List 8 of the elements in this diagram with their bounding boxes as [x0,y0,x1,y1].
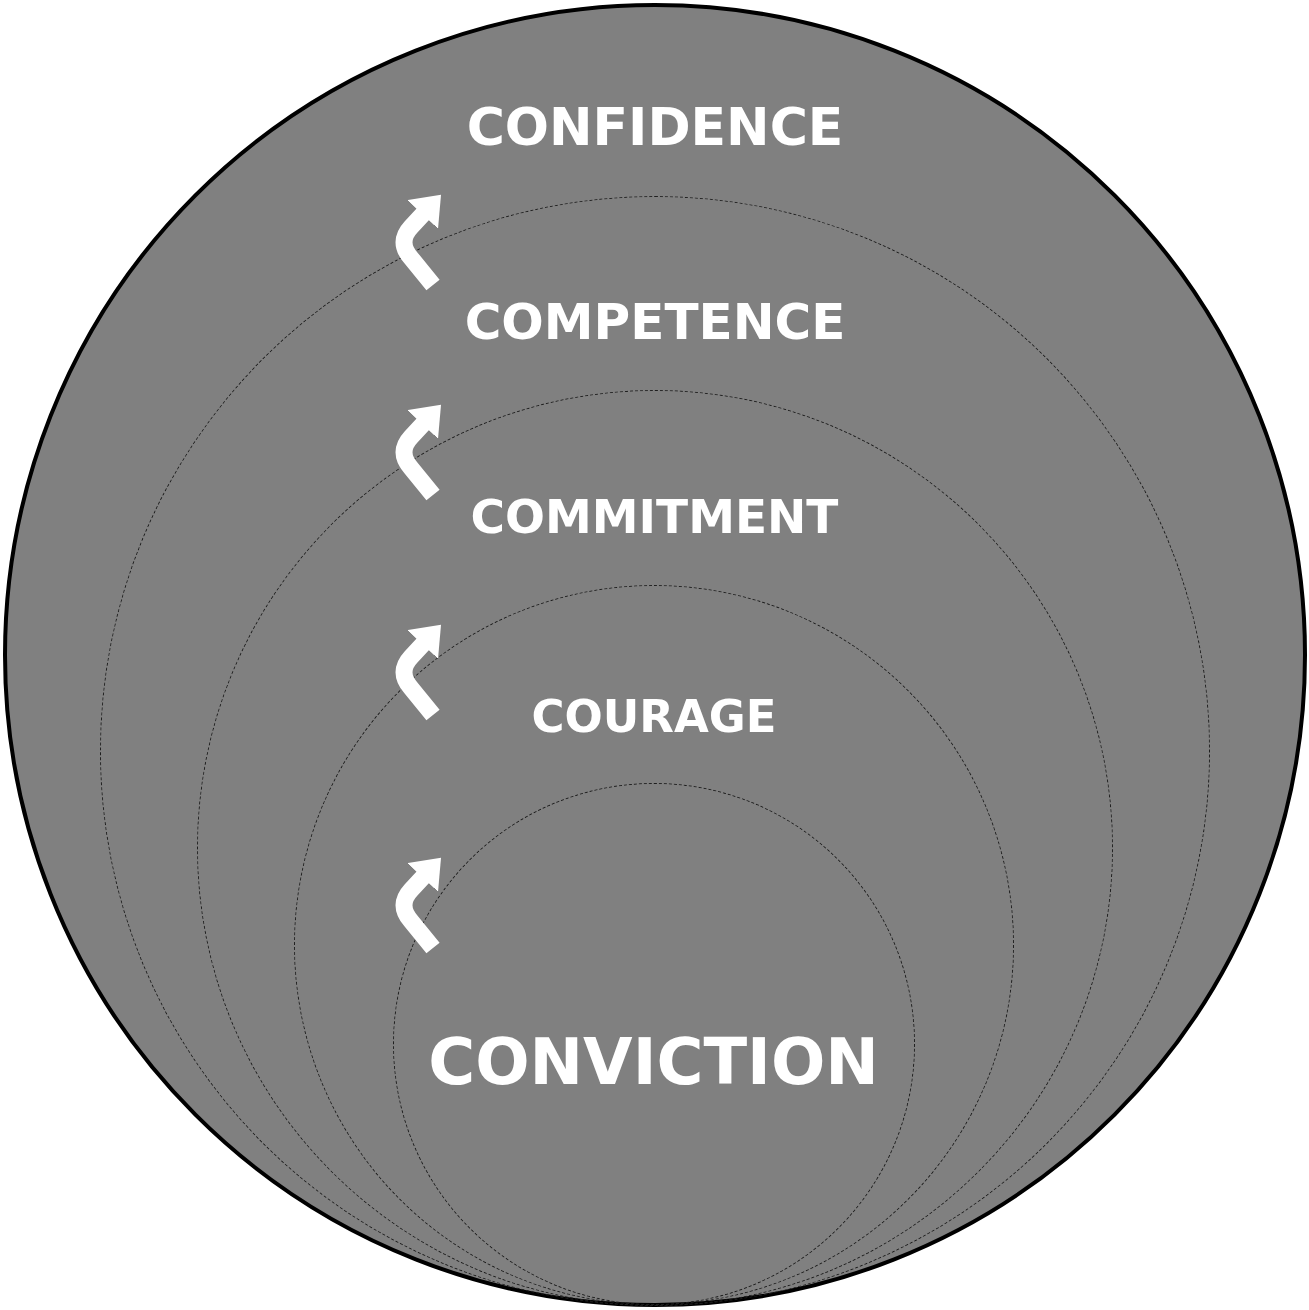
dashed-circle [392,782,915,1305]
circle-label: CONFIDENCE [466,101,844,154]
dashed-circle [100,196,1210,1306]
circle-label: COMMITMENT [470,493,839,541]
circle-label: COMPETENCE [464,296,846,347]
dashed-circle [294,585,1014,1305]
circle-label: COURAGE [531,693,777,739]
circle-label: CONVICTION [428,1030,879,1095]
